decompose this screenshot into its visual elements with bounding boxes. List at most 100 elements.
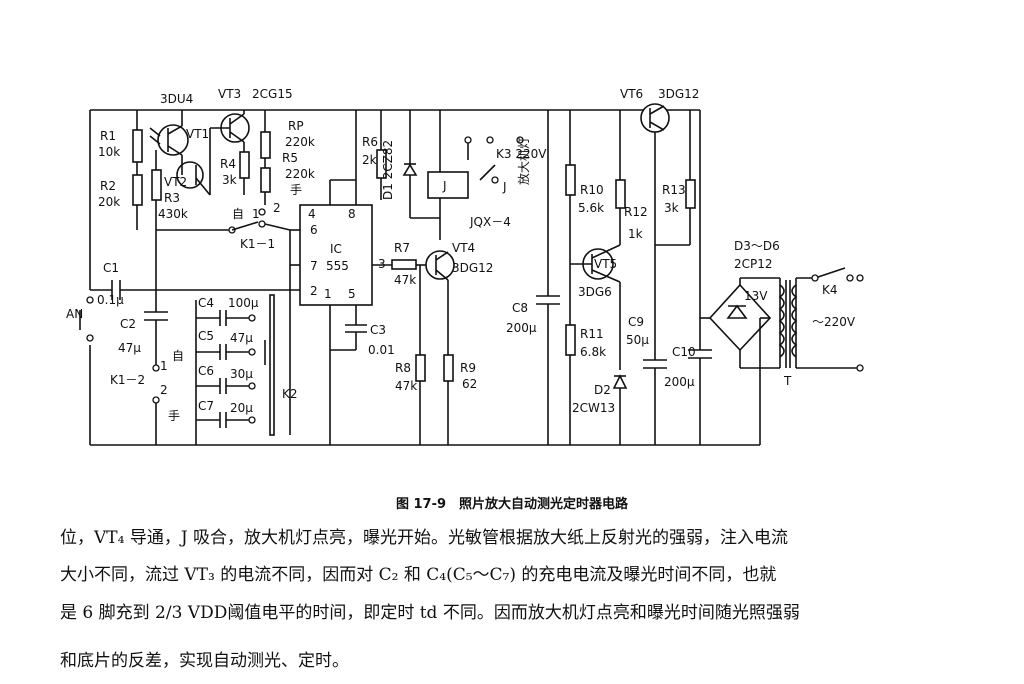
c10-value: 200μ — [664, 375, 695, 389]
d2-type: 2CW13 — [572, 401, 615, 415]
d1-label: D1 2CZ82 — [381, 140, 395, 200]
r10-resistor — [565, 164, 576, 196]
d36-type: 2CP12 — [734, 257, 773, 271]
k11-label: K1－1 — [240, 237, 275, 251]
k2-label: K2 — [282, 387, 298, 401]
r9-resistor — [443, 354, 454, 382]
vt1-label: VT1 — [186, 127, 209, 141]
k3-label: K3 220V — [496, 147, 547, 161]
ic-pin6: 6 — [310, 223, 318, 237]
r10-value: 5.6k — [578, 201, 604, 215]
r12-value: 1k — [628, 227, 643, 241]
vt4-label: VT4 — [452, 241, 475, 255]
r9-value: 62 — [462, 377, 477, 391]
c8-value: 200μ — [506, 321, 537, 335]
r5-resistor — [260, 167, 271, 193]
c6-value: 30μ — [230, 367, 253, 381]
r5-label: R5 — [282, 151, 298, 165]
switch-pos-1b: 1 — [160, 359, 168, 373]
mains-label: ～220V — [812, 315, 856, 329]
r2-resistor — [132, 174, 143, 206]
r4-label: R4 — [220, 157, 236, 171]
ic-pin4: 4 — [308, 207, 316, 221]
r8-label: R8 — [395, 361, 411, 375]
ic-label: IC — [330, 242, 342, 256]
vt2-label: VT2 — [164, 175, 187, 189]
ic-pin8: 8 — [348, 207, 356, 221]
v13-label: 13V — [744, 289, 768, 303]
r9-label: R9 — [460, 361, 476, 375]
transformer-label: T — [783, 374, 792, 388]
rp-value: 220k — [285, 135, 315, 149]
switch-pos-1: 1 — [252, 207, 260, 221]
r1-value: 10k — [98, 145, 120, 159]
relay-type: JQX－4 — [469, 215, 511, 229]
r5-value: 220k — [285, 167, 315, 181]
an-label: AN — [66, 307, 83, 321]
auto-label-bottom: 自 — [172, 349, 184, 363]
k2-switch-bar — [269, 294, 275, 436]
r1-label: R1 — [100, 129, 116, 143]
c6-label: C6 — [198, 364, 214, 378]
r13-resistor — [685, 179, 696, 209]
d36-label: D3～D6 — [734, 239, 780, 253]
relay-j — [427, 171, 469, 199]
r6-label: R6 — [362, 135, 378, 149]
r8-resistor — [415, 354, 426, 382]
ic-pin5: 5 — [348, 287, 356, 301]
r4-value: 3k — [222, 173, 237, 187]
c1-value: 0.1μ — [97, 293, 124, 307]
c3-label: C3 — [370, 323, 386, 337]
vt3-label: VT3 — [218, 87, 241, 101]
r11-resistor — [565, 324, 576, 356]
manual-label-top: 手 — [290, 183, 302, 197]
r4-resistor — [239, 151, 250, 179]
c4-label: C4 — [198, 296, 214, 310]
r13-label: R13 — [662, 183, 686, 197]
lamp-label: 放大机灯 — [516, 137, 531, 185]
d2-zener — [612, 374, 628, 389]
c10-label: C10 — [672, 345, 696, 359]
r6-value: 2k — [362, 153, 377, 167]
ic-pin3: 3 — [378, 257, 386, 271]
switch-pos-2: 2 — [273, 201, 281, 215]
vt4-transistor — [425, 250, 455, 280]
switch-pos-2b: 2 — [160, 383, 168, 397]
ic-pin2: 2 — [310, 284, 318, 298]
circuit-schematic: R1 10k R2 20k 3DU4 VT1 VT2 R3 430k VT3 2… — [66, 87, 864, 446]
body-line-4: 和底片的反差，实现自动测光、定时。 — [60, 651, 349, 671]
c7-value: 20μ — [230, 401, 253, 415]
c7-label: C7 — [198, 399, 214, 413]
d2-label: D2 — [594, 383, 611, 397]
vt4-type: 3DG12 — [452, 261, 493, 275]
r3-resistor — [151, 169, 162, 201]
relay-contact-label: J — [502, 180, 507, 194]
c4-value: 100μ — [228, 296, 259, 310]
vt6-label: VT6 — [620, 87, 643, 101]
body-line-2: 大小不同，流过 VT₃ 的电流不同，因而对 C₂ 和 C₄(C₅～C₇) 的充电… — [60, 565, 777, 585]
ic-555 — [299, 204, 373, 306]
vt1-transistor — [157, 124, 189, 156]
r11-value: 6.8k — [580, 345, 606, 359]
r13-value: 3k — [664, 201, 679, 215]
k12-label: K1－2 — [110, 373, 145, 387]
manual-label-bottom: 手 — [168, 409, 180, 423]
r7-resistor — [391, 259, 417, 270]
r8-value: 47k — [395, 379, 417, 393]
k4-label: K4 — [822, 283, 838, 297]
r7-value: 47k — [394, 273, 416, 287]
ic-type: 555 — [326, 259, 349, 273]
rp-potentiometer — [260, 131, 271, 159]
vt5-type: 3DG6 — [578, 285, 612, 299]
d1-diode — [402, 163, 418, 176]
c8-label: C8 — [512, 301, 528, 315]
r2-label: R2 — [100, 179, 116, 193]
relay-label: J — [442, 179, 447, 193]
rp-label: RP — [288, 119, 304, 133]
c3-value: 0.01 — [368, 343, 395, 357]
body-line-3: 是 6 脚充到 2/3 VDD阈值电平的时间，即定时 td 不同。因而放大机灯点… — [60, 603, 800, 623]
c5-label: C5 — [198, 329, 214, 343]
vt6-transistor — [640, 103, 670, 133]
c1-label: C1 — [103, 261, 119, 275]
r1-resistor — [132, 129, 143, 163]
